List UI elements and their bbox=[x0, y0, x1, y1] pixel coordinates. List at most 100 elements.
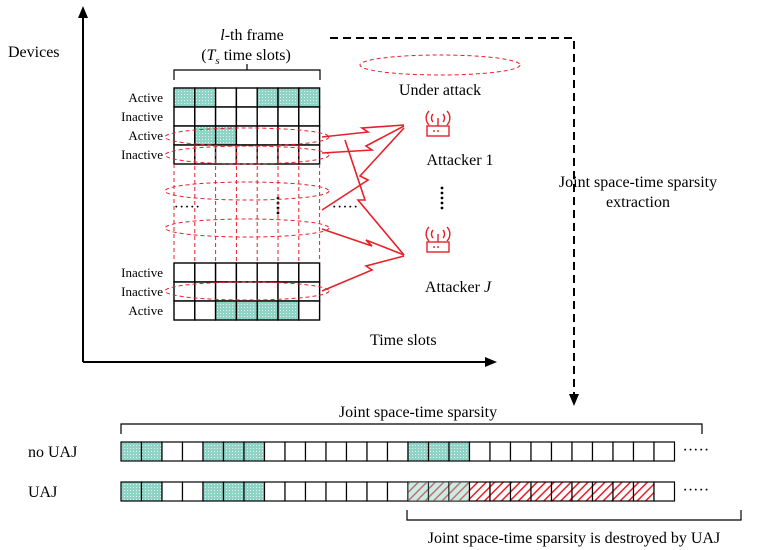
bottom-bottom-bracket bbox=[406, 510, 742, 521]
x-axis-arrow-icon bbox=[485, 357, 497, 367]
active-slot-cell bbox=[427, 441, 450, 462]
frame-brace bbox=[173, 64, 321, 80]
idle-slot-cell bbox=[304, 481, 327, 502]
active-slot-cell bbox=[194, 125, 217, 146]
idle-slot-cell bbox=[161, 481, 184, 502]
idle-slot-cell bbox=[256, 281, 279, 302]
idle-slot-cell bbox=[591, 441, 614, 462]
extraction-label-line1: Joint space-time sparsity bbox=[559, 174, 717, 191]
idle-slot-cell bbox=[235, 281, 258, 302]
overlap-tint bbox=[449, 482, 470, 501]
active-slot-cell bbox=[194, 87, 217, 108]
idle-slot-cell bbox=[284, 481, 307, 502]
idle-slot-cell bbox=[235, 144, 258, 165]
idle-slot-cell bbox=[173, 281, 196, 302]
idle-slot-cell bbox=[263, 481, 286, 502]
active-slot-cell bbox=[120, 481, 143, 502]
idle-slot-cell bbox=[256, 106, 279, 127]
device-state-label: Inactive bbox=[121, 147, 163, 162]
attacker-1-label: Attacker 1 bbox=[426, 152, 493, 169]
idle-slot-cell bbox=[386, 481, 409, 502]
jammed-slot-cell bbox=[530, 481, 553, 502]
active-slot-cell bbox=[277, 300, 300, 321]
idle-slot-cell bbox=[284, 441, 307, 462]
router-icon bbox=[425, 226, 451, 253]
active-slot-cell bbox=[256, 87, 279, 108]
jam-link bbox=[321, 228, 405, 256]
frame-header: l-th frame (Ts time slots) bbox=[173, 27, 321, 80]
idle-slot-cell bbox=[277, 144, 300, 165]
jammed-slot-cell bbox=[632, 481, 655, 502]
device-grid bbox=[173, 87, 321, 321]
idle-slot-cell bbox=[256, 262, 279, 283]
idle-slot-cell bbox=[468, 441, 491, 462]
bottom-top-bracket bbox=[120, 423, 703, 434]
jammed-slot-cell bbox=[612, 481, 635, 502]
active-slot-cell bbox=[407, 441, 430, 462]
right-device-ellipsis: ····· bbox=[332, 199, 359, 216]
device-state-label: Inactive bbox=[121, 265, 163, 280]
jam-link bbox=[321, 255, 405, 292]
idle-slot-cell bbox=[277, 262, 300, 283]
bottom-row-labels: no UAJ·····UAJ····· bbox=[28, 442, 709, 501]
idle-slot-cell bbox=[214, 87, 238, 108]
attack-ellipse bbox=[164, 145, 330, 165]
extraction-label-line2: extraction bbox=[606, 194, 670, 211]
bottom-section: Joint space-time sparsity no UAJ·····UAJ… bbox=[28, 404, 742, 547]
idle-slot-cell bbox=[263, 441, 286, 462]
active-slot-cell bbox=[448, 441, 471, 462]
bottom-rows bbox=[120, 441, 676, 502]
jammed-slot-cell bbox=[550, 481, 573, 502]
active-slot-cell bbox=[298, 87, 321, 108]
jammed-slot-cell bbox=[468, 481, 491, 502]
vertical-dots-grid bbox=[276, 196, 280, 215]
y-axis-label: Devices bbox=[8, 44, 60, 61]
idle-slot-cell bbox=[235, 87, 258, 108]
idle-slot-cell bbox=[386, 441, 409, 462]
device-state-label: Inactive bbox=[121, 284, 163, 299]
idle-slot-cell bbox=[173, 262, 196, 283]
active-slot-cell bbox=[214, 300, 238, 321]
extraction-arrow-icon bbox=[569, 394, 579, 406]
idle-slot-cell bbox=[571, 441, 594, 462]
active-slot-cell bbox=[256, 300, 279, 321]
active-slot-cell bbox=[222, 441, 245, 462]
device-state-label: Active bbox=[128, 303, 163, 318]
idle-slot-cell bbox=[173, 106, 196, 127]
bottom-row-label: no UAJ bbox=[28, 444, 77, 461]
idle-slot-cell bbox=[214, 106, 238, 127]
jam-link bbox=[321, 125, 405, 154]
device-state-label: Active bbox=[128, 90, 163, 105]
idle-slot-cell bbox=[194, 300, 217, 321]
bottom-row-label: UAJ bbox=[28, 484, 57, 501]
idle-slot-cell bbox=[530, 441, 553, 462]
jam-link bbox=[344, 139, 405, 256]
legend-under-attack-label: Under attack bbox=[399, 82, 481, 99]
idle-slot-cell bbox=[235, 106, 258, 127]
idle-slot-cell bbox=[366, 441, 389, 462]
jammed-slot-cell bbox=[571, 481, 594, 502]
idle-slot-cell bbox=[214, 281, 238, 302]
idle-slot-cell bbox=[277, 125, 300, 146]
active-slot-cell bbox=[173, 87, 196, 108]
device-labels: ActiveInactiveActiveInactiveInactiveInac… bbox=[121, 90, 163, 318]
attacker-J-label: Attacker J bbox=[425, 279, 492, 296]
jammed-slot-cell bbox=[489, 481, 512, 502]
idle-slot-cell bbox=[181, 481, 204, 502]
frame-subtitle: (Ts time slots) bbox=[201, 47, 291, 67]
overlap-tint bbox=[428, 482, 449, 501]
idle-slot-cell bbox=[173, 125, 196, 146]
idle-slot-cell bbox=[173, 144, 196, 165]
attack-ellipse bbox=[164, 181, 330, 201]
legend-ellipse bbox=[359, 54, 521, 76]
idle-slot-cell bbox=[194, 281, 217, 302]
legend-under-attack: Under attack bbox=[359, 54, 521, 99]
active-slot-cell bbox=[214, 125, 238, 146]
idle-slot-cell bbox=[194, 262, 217, 283]
idle-slot-cell bbox=[173, 300, 196, 321]
router-icon bbox=[425, 110, 451, 137]
idle-slot-cell bbox=[509, 441, 532, 462]
idle-slot-cell bbox=[325, 441, 348, 462]
frame-title: l-th frame bbox=[220, 27, 284, 44]
